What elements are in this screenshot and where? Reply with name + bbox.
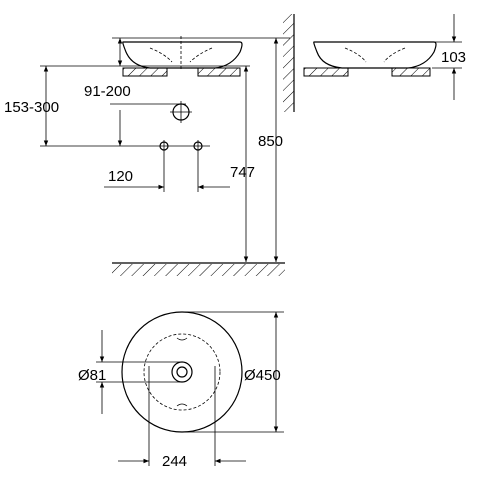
dim-basin-height: 103 [441, 49, 466, 66]
basin-bowl [122, 41, 243, 69]
dim-supply-range: 91-200 [84, 83, 131, 100]
dim-supply-spacing: 120 [108, 168, 133, 185]
counter-slab-left [122, 67, 168, 77]
side-counter-slab-right [391, 67, 431, 77]
plan-view: Ø81 Ø450 244 [78, 311, 284, 470]
side-counter-slab-left [303, 67, 349, 77]
dim-hole-spacing: 244 [162, 453, 187, 470]
basin-outer-circle [121, 311, 243, 433]
plan-drain-inner [176, 366, 188, 378]
basin-inner-dashed-circle [143, 333, 221, 411]
side-elevation: 103 [283, 14, 466, 112]
dim-counter-height: 747 [230, 164, 255, 181]
dim-basin-diameter: Ø450 [244, 367, 281, 384]
front-elevation: 91-200 153-300 120 747 850 [4, 36, 290, 276]
wall-hatch [283, 14, 294, 112]
dim-total-height: 850 [258, 133, 283, 150]
counter-slab-right [197, 67, 241, 77]
basin-inner-dashed [149, 47, 213, 63]
dim-drain-height-range: 153-300 [4, 99, 59, 116]
plan-drain-outer [171, 361, 193, 383]
side-basin-bowl [313, 41, 437, 69]
dim-drain-diameter: Ø81 [78, 367, 106, 384]
floor-hatch [112, 264, 285, 276]
